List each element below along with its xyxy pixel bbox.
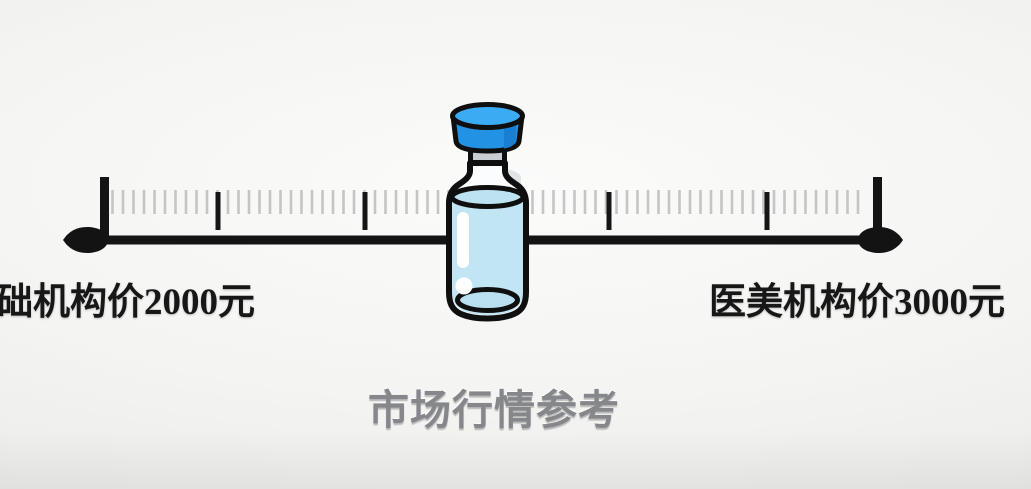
vial-highlight-dot <box>455 277 473 295</box>
right-price-label: 医美机构价3000元 <box>709 282 1005 323</box>
vial-bottom-rim <box>455 287 520 313</box>
vial-liquid-surface <box>449 185 526 209</box>
caption-market-reference: 市场行情参考 <box>368 387 620 433</box>
vial-glass-shade <box>503 168 521 197</box>
vial-cap-top <box>450 102 525 130</box>
left-arrow-icon <box>63 227 107 253</box>
vial-highlight-streak <box>457 212 469 268</box>
left-price-label: 础机构价2000元 <box>0 282 255 323</box>
vial-body-outline <box>446 160 529 322</box>
vial-illustration <box>446 102 529 322</box>
vial-cap <box>450 102 525 154</box>
right-arrow-icon <box>859 227 903 253</box>
